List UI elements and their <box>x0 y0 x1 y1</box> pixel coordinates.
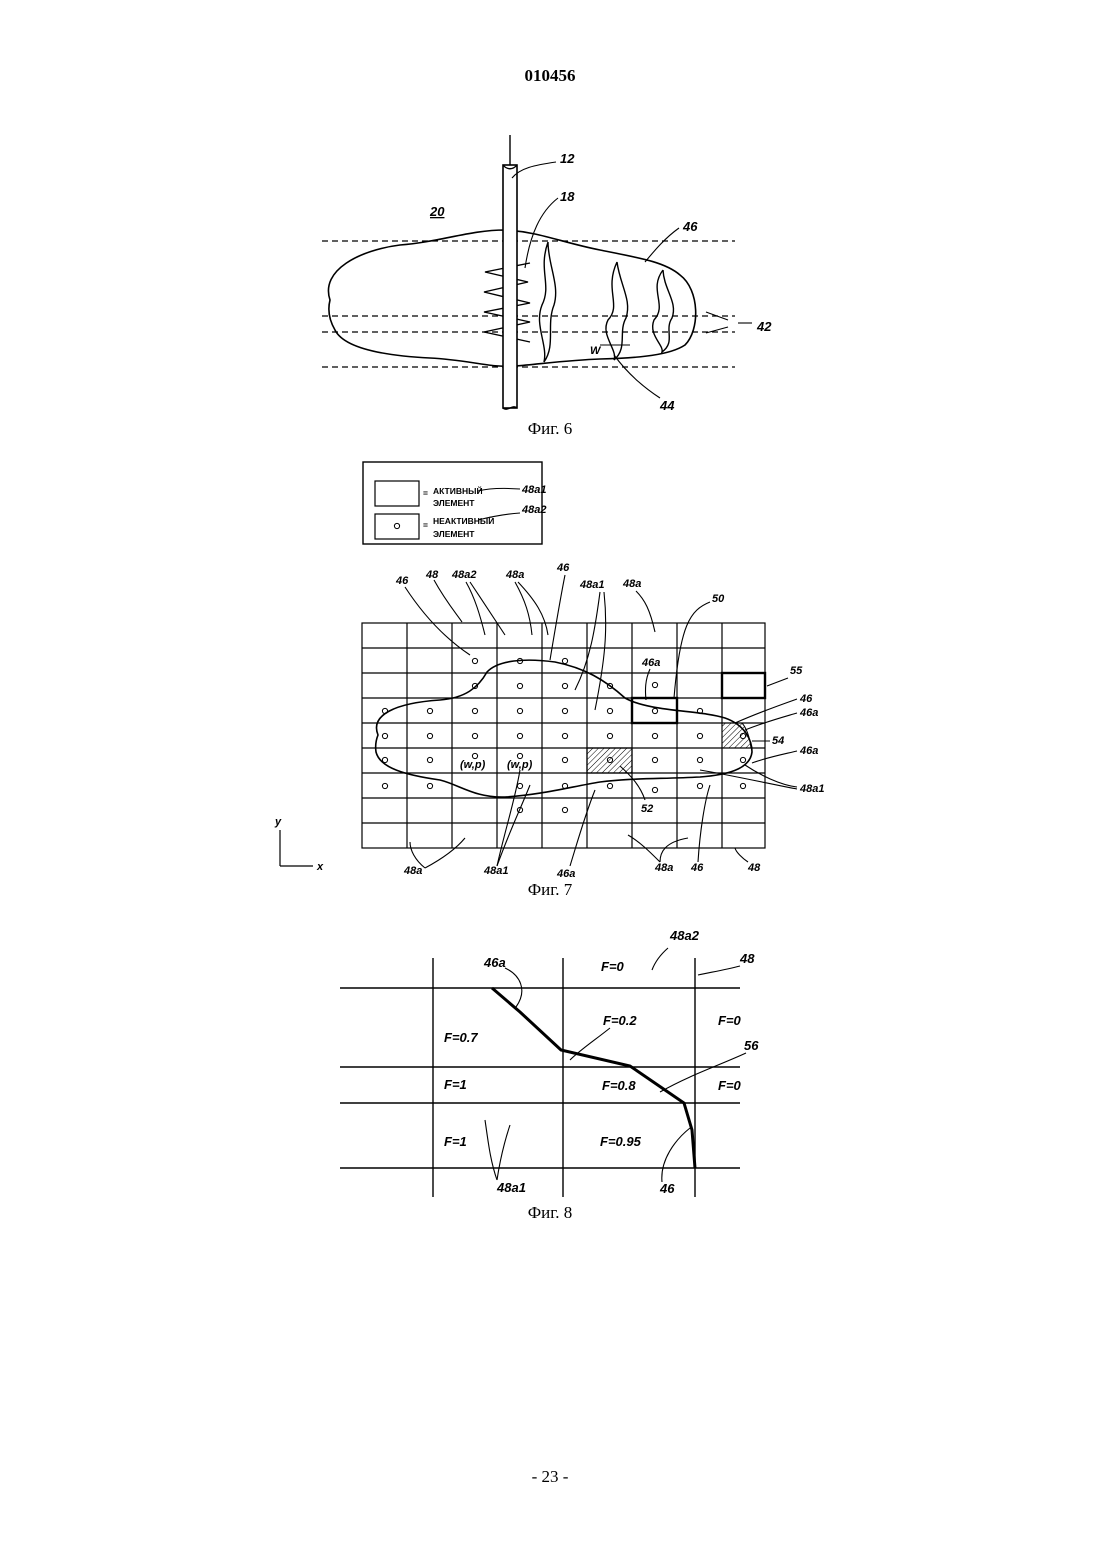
label-48-fig8: 48 <box>739 951 755 966</box>
figure-8: 48a2 48 46a 56 48a1 46 F=0 F=0.2 F=0 F=0… <box>0 915 1100 1205</box>
label-46: 46 <box>682 219 698 234</box>
label-20: 20 <box>429 204 445 219</box>
boundary-46 <box>376 660 752 797</box>
label-48a2-top: 48a2 <box>451 569 476 581</box>
f-value-left-1a: F=1 <box>444 1077 467 1092</box>
label-axis-y: y <box>274 816 282 828</box>
label-46a-right1: 46a <box>799 707 818 719</box>
label-54: 54 <box>772 735 784 747</box>
label-48-bottom: 48 <box>747 862 761 874</box>
label-48a-bottom2: 48a <box>654 862 673 874</box>
label-48a2-fig8: 48a2 <box>669 928 700 943</box>
legend-inactive-symbol: = <box>423 520 428 530</box>
label-48a1-fig8: 48a1 <box>496 1180 526 1195</box>
bold-cell-50 <box>632 698 677 723</box>
label-18: 18 <box>560 189 575 204</box>
label-48-tl: 48 <box>425 569 439 581</box>
f-value-right-0b: F=0 <box>718 1078 742 1093</box>
label-42: 42 <box>756 319 772 334</box>
beam-12 <box>503 135 517 409</box>
figure-7: = АКТИВНЫЙ ЭЛЕМЕНТ 48a1 = НЕАКТИВНЫЙ ЭЛЕ… <box>0 455 1100 885</box>
label-48a-bottom1: 48a <box>403 865 422 877</box>
label-48a1-right: 48a1 <box>799 783 824 795</box>
label-46-fig8: 46 <box>659 1181 675 1196</box>
f-value-top: F=0 <box>601 959 625 974</box>
legend-inactive-ref: 48a2 <box>521 504 546 516</box>
label-48a-top1: 48a <box>505 569 524 581</box>
element-grid-48 <box>362 623 765 848</box>
legend-active-line1: АКТИВНЫЙ <box>433 485 483 496</box>
label-48a1-bottom: 48a1 <box>483 865 508 877</box>
label-46-right: 46 <box>799 693 813 705</box>
label-48a1-top: 48a1 <box>579 579 604 591</box>
boundary-46-detail <box>492 988 695 1168</box>
leaders-fig7 <box>405 575 797 868</box>
hatched-cell-52 <box>587 748 632 773</box>
label-48a-top2: 48a <box>622 578 641 590</box>
grid-48-detail <box>340 958 740 1197</box>
document-number: 010456 <box>0 66 1100 86</box>
page-number: - 23 - <box>0 1467 1100 1487</box>
caption-fig6: Фиг. 6 <box>0 419 1100 439</box>
label-46a-right2: 46a <box>799 745 818 757</box>
caption-fig7: Фиг. 7 <box>0 880 1100 900</box>
label-55: 55 <box>790 665 803 677</box>
f-value-center-095: F=0.95 <box>600 1134 642 1149</box>
caption-fig8: Фиг. 8 <box>0 1203 1100 1223</box>
legend-active-line2: ЭЛЕМЕНТ <box>433 498 475 508</box>
bold-cell-55 <box>722 673 765 698</box>
f-value-left-07: F=0.7 <box>444 1030 478 1045</box>
label-46-top: 46 <box>556 562 570 574</box>
legend-active-symbol: = <box>423 488 428 498</box>
f-value-center-08: F=0.8 <box>602 1078 636 1093</box>
f-value-center-02: F=0.2 <box>603 1013 637 1028</box>
label-50: 50 <box>712 593 725 605</box>
label-W: W <box>590 345 602 357</box>
legend-inactive-line2: ЭЛЕМЕНТ <box>433 529 475 539</box>
label-axis-x: x <box>316 861 324 873</box>
f-value-left-1b: F=1 <box>444 1134 467 1149</box>
axes <box>280 830 313 866</box>
legend-active-ref: 48a1 <box>521 484 546 496</box>
wave-1 <box>539 242 555 362</box>
label-56: 56 <box>744 1038 759 1053</box>
label-52: 52 <box>641 803 653 815</box>
label-46a-fig8: 46a <box>483 955 506 970</box>
label-wp-2: (w,p) <box>507 759 533 771</box>
wave-3 <box>653 270 674 352</box>
label-44: 44 <box>659 398 675 413</box>
label-46a-bottom: 46a <box>556 868 575 880</box>
label-46-bottom: 46 <box>690 862 704 874</box>
legend-inactive-line1: НЕАКТИВНЫЙ <box>433 515 494 526</box>
label-wp-1: (w,p) <box>460 759 486 771</box>
label-46-tl: 46 <box>395 575 409 587</box>
f-value-right-0a: F=0 <box>718 1013 742 1028</box>
label-12: 12 <box>560 151 575 166</box>
label-46a-inner: 46a <box>641 657 660 669</box>
